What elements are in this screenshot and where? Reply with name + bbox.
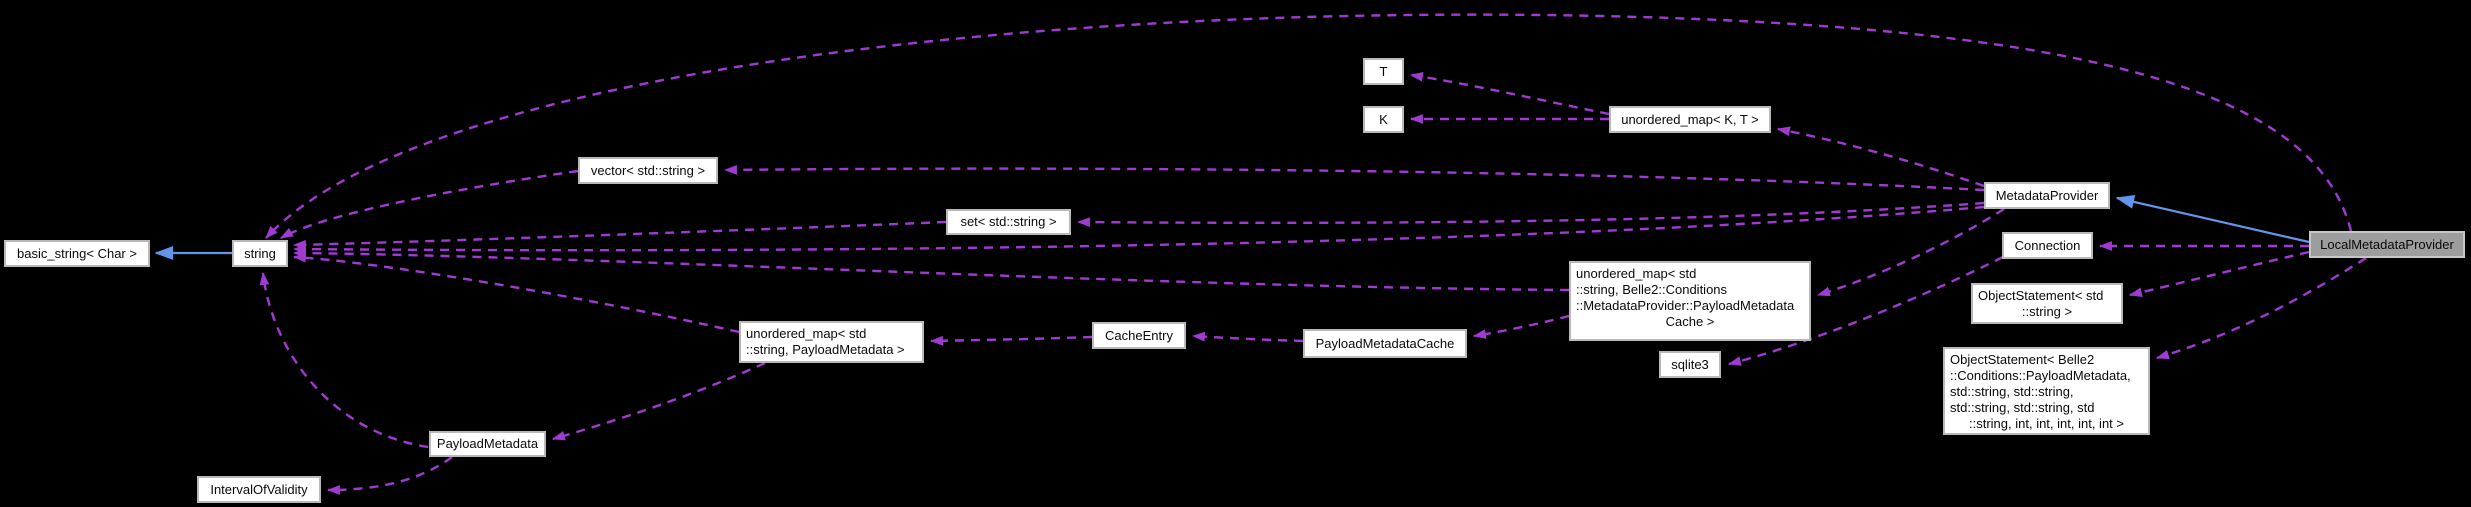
edge-metadataprovider-to-set — [1076, 201, 1985, 227]
node-label-line: std::string, std::string, — [1950, 384, 2074, 399]
node-t[interactable]: T — [1363, 58, 1404, 85]
edge-payloadmetadata-to-intervalofvalidity — [326, 456, 453, 495]
edge-localmetadataprovider-to-string-top — [265, 13, 2353, 239]
node-label: string — [244, 245, 276, 261]
node-label: Connection — [2014, 237, 2081, 253]
node-sqlite3[interactable]: sqlite3 — [1659, 351, 1721, 378]
node-label-line: ::MetadataProvider::PayloadMetadata — [1576, 298, 1795, 313]
edge-metadataprovider-to-unorderedmapcache — [1816, 207, 2005, 297]
node-cache-entry[interactable]: CacheEntry — [1092, 322, 1186, 349]
node-basic-string[interactable]: basic_string< Char > — [4, 240, 150, 267]
node-metadata-provider[interactable]: MetadataProvider — [1984, 182, 2110, 209]
node-label-line: ObjectStatement< std — [1978, 288, 2104, 303]
edge-unorderedmapkt-to-t — [1409, 71, 1610, 116]
node-label: set< std::string > — [960, 214, 1057, 229]
node-label-line: unordered_map< std — [1576, 266, 1697, 281]
edge-metadataprovider-to-vector — [723, 164, 1985, 192]
node-label: sqlite3 — [1671, 356, 1709, 372]
edge-unorderedmappayload-to-payloadmetadata — [551, 361, 766, 441]
node-label-line: ::Conditions::PayloadMetadata, — [1950, 368, 2131, 383]
node-connection[interactable]: Connection — [2002, 232, 2093, 259]
node-label: PayloadMetadataCache — [1315, 335, 1455, 351]
node-label: IntervalOfValidity — [210, 481, 308, 497]
node-label: PayloadMetadata — [436, 436, 539, 451]
edge-vector-to-string — [280, 169, 579, 240]
node-label: K — [1379, 111, 1388, 127]
node-label: unordered_map< K, T > — [1621, 111, 1759, 127]
node-label-line: ::string, Belle2::Conditions — [1576, 282, 1728, 297]
node-vector-std-string[interactable]: vector< std::string > — [578, 157, 718, 184]
edge-payloadmetadatacache-to-cacheentry — [1191, 331, 1304, 343]
node-label-line: Cache > — [1665, 314, 1715, 329]
node-label-line: ::string, PayloadMetadata > — [746, 342, 905, 357]
node-set-std-string[interactable]: set< std::string > — [946, 209, 1071, 235]
node-unordered-map-string-payloadmetadata[interactable]: unordered_map< std ::string, PayloadMeta… — [739, 321, 924, 363]
node-payload-metadata-cache[interactable]: PayloadMetadataCache — [1303, 329, 1467, 358]
node-label-line: unordered_map< std — [746, 326, 867, 341]
edge-unorderedmappayload-to-string — [292, 252, 740, 334]
node-object-statement-std-string[interactable]: ObjectStatement< std ::string > — [1971, 283, 2123, 324]
edge-localmetadataprovider-to-objectstatementbelle2 — [2155, 256, 2367, 360]
node-label: CacheEntry — [1105, 327, 1173, 343]
edge-cacheentry-to-unorderedmappayload — [929, 335, 1093, 346]
node-label: T — [1379, 63, 1388, 79]
edge-set-to-string — [292, 220, 947, 250]
edge-metadataprovider-to-unorderedmapkt — [1776, 126, 1985, 188]
edge-metadataprovider-to-string — [292, 205, 1985, 254]
edge-payloadmetadata-to-string — [259, 271, 429, 449]
edge-localmetadataprovider-to-objectstatementstring — [2128, 250, 2310, 298]
node-payload-metadata[interactable]: PayloadMetadata — [429, 431, 546, 457]
node-unordered-map-string-payloadmetadatacache[interactable]: unordered_map< std ::string, Belle2::Con… — [1569, 261, 1811, 341]
node-local-metadata-provider[interactable]: LocalMetadataProvider — [2309, 231, 2465, 258]
node-label: LocalMetadataProvider — [2320, 236, 2454, 252]
node-unordered-map-k-t[interactable]: unordered_map< K, T > — [1609, 106, 1771, 133]
edge-connection-to-sqlite3 — [1727, 255, 2004, 366]
node-label-line: ::string > — [2021, 304, 2073, 319]
node-interval-of-validity[interactable]: IntervalOfValidity — [197, 476, 321, 503]
edge-localmetadataprovider-to-metadataprovider — [2115, 194, 2310, 244]
edge-unorderedmapcache-to-string — [292, 248, 1570, 292]
node-label: vector< std::string > — [590, 162, 706, 178]
node-object-statement-belle2[interactable]: ObjectStatement< Belle2 ::Conditions::Pa… — [1943, 347, 2150, 435]
node-label-line: std::string, std::string, std — [1950, 400, 2095, 415]
node-k[interactable]: K — [1363, 106, 1404, 133]
node-string[interactable]: string — [232, 240, 288, 267]
edge-unorderedmapcache-to-payloadmetadatacache — [1472, 314, 1570, 339]
node-label: MetadataProvider — [1995, 187, 2099, 203]
node-label-line: ::string, int, int, int, int, int > — [1969, 416, 2124, 431]
node-label-line: ObjectStatement< Belle2 — [1950, 352, 2095, 367]
node-label: basic_string< Char > — [17, 245, 137, 261]
